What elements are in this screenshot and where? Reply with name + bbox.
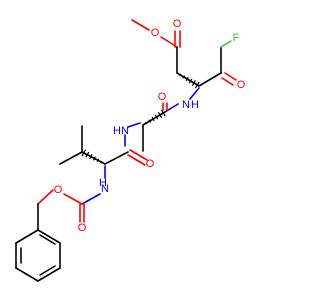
bond-ketone-o-a — [224, 72, 237, 81]
stereo-wedge-ala — [145, 109, 166, 125]
stereo-wedge-asp — [179, 73, 200, 89]
bond-carbamate-o — [63, 193, 83, 205]
atom-amide2-oxygen: O — [146, 158, 155, 170]
atom-layer: F O O O N H O H N O H N O O — [54, 18, 246, 234]
stereo-hash-line — [151, 116, 155, 122]
stereo-hash-line — [96, 158, 100, 162]
atom-carbamate-ether-oxygen: O — [54, 184, 63, 196]
bond-o-benzyl-ch2 — [37, 189, 54, 205]
atom-fluorine: F — [233, 32, 240, 44]
bond-n3-c — [81, 193, 101, 205]
bond-ketone-o-b — [221, 77, 234, 86]
bond-ch2-f — [220, 40, 232, 48]
stereo-hash-line — [100, 160, 103, 164]
atom-amide2-hydrogen: H — [113, 125, 121, 137]
bond-ring-1 — [37, 229, 61, 244]
bond-ring-inner-1 — [39, 234, 56, 245]
bond-alpha-n1 — [189, 87, 200, 100]
atom-amide1-hydrogen: H — [191, 99, 199, 111]
atom-amide1-nitrogen: N — [182, 99, 190, 111]
stereo-hash-line — [92, 156, 96, 161]
bond-ring-3 — [37, 267, 61, 282]
stereo-hash-line — [188, 78, 193, 84]
bond-ala-n2 — [127, 122, 141, 128]
stereo-hash-line — [185, 76, 189, 82]
stereo-hash-line — [182, 75, 186, 79]
atom-carbamate-carbonyl-oxygen: O — [78, 222, 87, 234]
bond-amide2-co-a — [129, 149, 148, 161]
stereo-hash-line — [85, 151, 90, 158]
stereo-hash-line — [89, 154, 93, 160]
bond-ring-6 — [15, 229, 39, 244]
atom-carbamate-hydrogen: H — [99, 177, 107, 189]
stereo-hash-line — [191, 80, 196, 86]
atom-amide1-oxygen: O — [158, 91, 167, 103]
stereo-hash-line — [145, 121, 148, 125]
bond-methyl-o — [131, 19, 150, 31]
bond-alpha-ketone — [198, 72, 222, 87]
bond-val-ch-me2 — [59, 151, 83, 165]
atom-ester-carbonyl-oxygen: O — [173, 18, 182, 30]
stereo-hash-line — [179, 73, 182, 77]
bond-ring-4 — [15, 267, 39, 282]
bond-ring-inner-2 — [39, 265, 56, 276]
bond-amide2-c-val — [104, 151, 129, 165]
atom-ester-ether-oxygen: O — [151, 27, 160, 39]
stereo-hash-line — [81, 149, 86, 157]
stereo-hash-line — [148, 119, 152, 123]
atom-ketone-oxygen: O — [237, 79, 246, 91]
stereo-hash-line — [160, 109, 166, 117]
stereo-layer — [81, 73, 200, 164]
atom-amide2-nitrogen: N — [121, 125, 129, 137]
stereo-wedge-val — [81, 149, 103, 164]
bond-layer — [15, 19, 237, 282]
atom-carbamate-nitrogen: N — [101, 183, 109, 195]
stereo-hash-line — [194, 81, 200, 89]
molecule-structure: F O O O N H O H N O H N O O — [15, 18, 246, 282]
stereo-hash-line — [157, 112, 162, 118]
stereo-hash-line — [154, 114, 159, 120]
bond-amide2-co-b — [127, 154, 146, 166]
